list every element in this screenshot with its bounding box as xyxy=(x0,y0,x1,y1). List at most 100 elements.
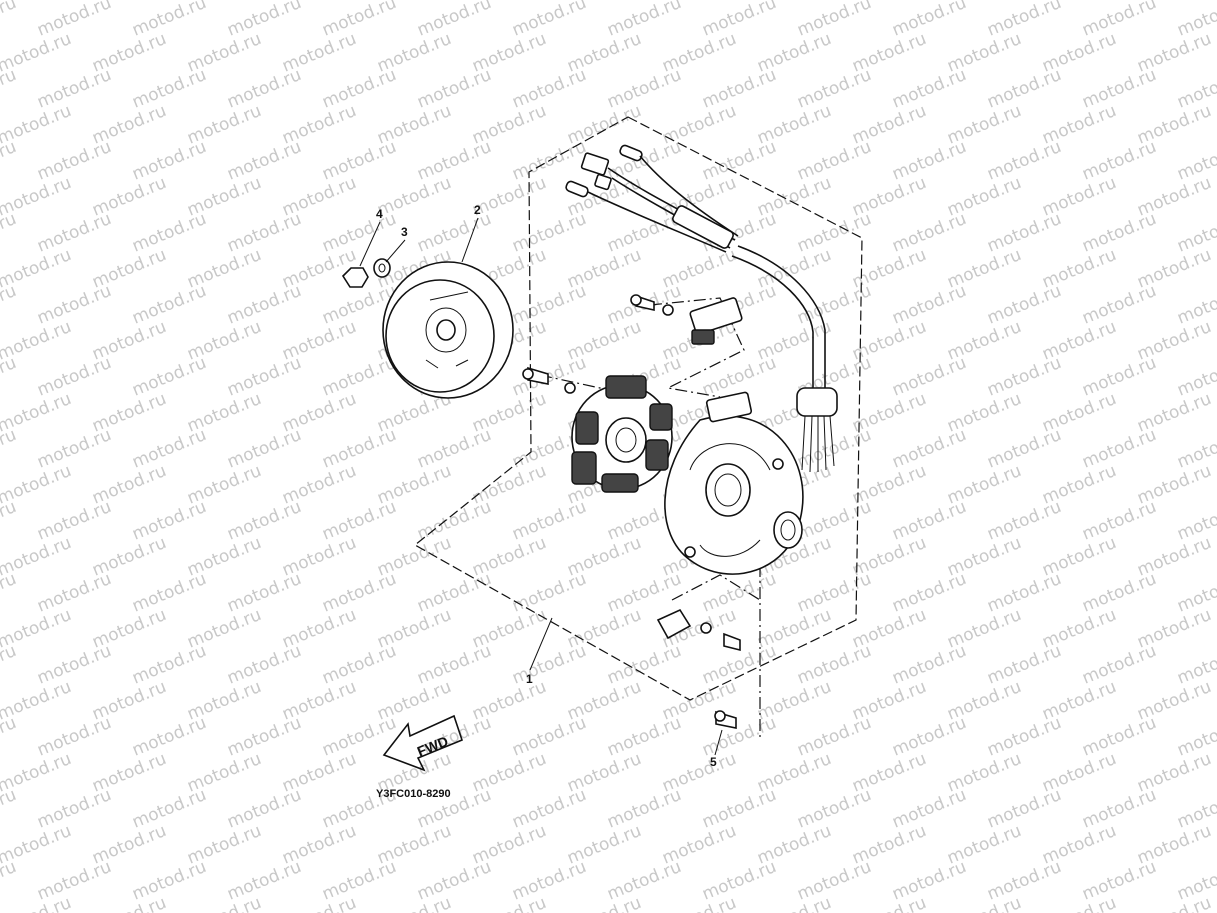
watermark-text: motod.ru xyxy=(224,497,304,545)
watermark-text: motod.ru xyxy=(509,569,589,617)
wire-harness xyxy=(565,144,838,473)
grommet xyxy=(796,387,838,417)
watermark-text: motod.ru xyxy=(414,65,494,113)
watermark-text: motod.ru xyxy=(984,857,1064,905)
watermark-text: motod.ru xyxy=(984,569,1064,617)
watermark-text: motod.ru xyxy=(984,209,1064,257)
watermark-text: motod.ru xyxy=(34,209,114,257)
watermark-text: motod.ru xyxy=(34,353,114,401)
connector-b xyxy=(594,173,612,191)
watermark-text: motod.ru xyxy=(319,425,399,473)
watermark-text: motod.ru xyxy=(889,353,969,401)
watermark-text: motod.ru xyxy=(34,641,114,689)
watermark-text: motod.ru xyxy=(659,893,739,913)
watermark-text: motod.ru xyxy=(1079,353,1159,401)
nut xyxy=(341,267,369,288)
watermark-text: motod.ru xyxy=(34,497,114,545)
watermark-text: motod.ru xyxy=(129,353,209,401)
watermark-text: motod.ru xyxy=(699,137,779,185)
watermark-text: motod.ru xyxy=(984,713,1064,761)
watermark-text: motod.ru xyxy=(224,0,304,41)
watermark-text: motod.ru xyxy=(34,785,114,833)
watermark-text: motod.ru xyxy=(509,209,589,257)
watermark-text: motod.ru xyxy=(319,0,399,41)
watermark-text: motod.ru xyxy=(794,569,874,617)
watermark-text: motod.ru xyxy=(224,569,304,617)
watermark-text: motod.ru xyxy=(129,425,209,473)
watermark-text: motod.ru xyxy=(889,0,969,41)
watermark-text: motod.ru xyxy=(34,713,114,761)
watermark-text: motod.ru xyxy=(849,893,929,913)
pickup-coil xyxy=(705,391,753,423)
watermark-text: motod.ru xyxy=(129,281,209,329)
watermark-text: motod.ru xyxy=(889,713,969,761)
watermark-text: motod.ru xyxy=(34,425,114,473)
watermark-text: motod.ru xyxy=(129,209,209,257)
watermark-text: motod.ru xyxy=(0,857,19,905)
watermark-text: motod.ru xyxy=(129,65,209,113)
watermark-text: motod.ru xyxy=(604,65,684,113)
watermark-text: motod.ru xyxy=(319,137,399,185)
watermark-text: motod.ru xyxy=(34,65,114,113)
harness-sleeve xyxy=(672,205,734,249)
watermark-text: motod.ru xyxy=(984,785,1064,833)
watermark-text: motod.ru xyxy=(794,0,874,41)
watermark-text: motod.ru xyxy=(604,209,684,257)
watermark-text: motod.ru xyxy=(984,281,1064,329)
watermark-text: motod.ru xyxy=(224,785,304,833)
watermark-text: motod.ru xyxy=(319,569,399,617)
watermark-text: motod.ru xyxy=(604,785,684,833)
watermark-text: motod.ru xyxy=(129,569,209,617)
watermark-text: motod.ru xyxy=(699,569,779,617)
watermark-text: motod.ru xyxy=(889,857,969,905)
watermark-text: motod.ru xyxy=(509,857,589,905)
watermark-text: motod.ru xyxy=(414,0,494,41)
watermark-text: motod.ru xyxy=(699,785,779,833)
watermark-text: motod.ru xyxy=(319,497,399,545)
watermark-text: motod.ru xyxy=(414,569,494,617)
watermark-text: motod.ru xyxy=(944,893,1024,913)
watermark-text: motod.ru xyxy=(0,353,19,401)
watermark-text: motod.ru xyxy=(699,65,779,113)
watermark-text: motod.ru xyxy=(0,137,19,185)
watermark-text: motod.ru xyxy=(224,857,304,905)
watermark-text: motod.ru xyxy=(754,893,834,913)
watermark-text: motod.ru xyxy=(1079,497,1159,545)
watermark-text: motod.ru xyxy=(319,857,399,905)
oil-seal xyxy=(773,511,803,549)
watermark-text: motod.ru xyxy=(509,0,589,41)
watermark-text: motod.ru xyxy=(129,641,209,689)
watermark-text: motod.ru xyxy=(414,137,494,185)
watermark-text: motod.ru xyxy=(0,65,19,113)
watermark-text: motod.ru xyxy=(224,137,304,185)
watermark-text: motod.ru xyxy=(889,641,969,689)
watermark-text: motod.ru xyxy=(794,713,874,761)
watermark-text: motod.ru xyxy=(984,641,1064,689)
watermark-text: motod.ru xyxy=(34,281,114,329)
watermark-text: motod.ru xyxy=(414,641,494,689)
watermark-text: motod.ru xyxy=(374,893,454,913)
watermark-text: motod.ru xyxy=(34,857,114,905)
watermark-text: motod.ru xyxy=(984,137,1064,185)
watermark-text: motod.ru xyxy=(319,713,399,761)
watermark-text: motod.ru xyxy=(699,0,779,41)
watermark-text: motod.ru xyxy=(889,209,969,257)
watermark-text: motod.ru xyxy=(794,641,874,689)
watermark-text: motod.ru xyxy=(224,425,304,473)
watermark-text: motod.ru xyxy=(129,0,209,41)
watermark-text: motod.ru xyxy=(414,497,494,545)
watermark-text: motod.ru xyxy=(699,857,779,905)
watermark-text: motod.ru xyxy=(509,713,589,761)
watermark-text: motod.ru xyxy=(1079,209,1159,257)
diagram-code: Y3FC010-8290 xyxy=(376,788,451,800)
watermark-text: motod.ru xyxy=(604,0,684,41)
watermark-text: motod.ru xyxy=(0,425,19,473)
watermark-text: motod.ru xyxy=(224,713,304,761)
watermark-text: motod.ru xyxy=(129,785,209,833)
watermark-text: motod.ru xyxy=(224,641,304,689)
washer-nut xyxy=(341,258,391,288)
watermark-text: motod.ru xyxy=(1134,893,1214,913)
watermark-text: motod.ru xyxy=(0,569,19,617)
watermark-text: motod.ru xyxy=(34,0,114,41)
watermark-text: motod.ru xyxy=(469,893,549,913)
